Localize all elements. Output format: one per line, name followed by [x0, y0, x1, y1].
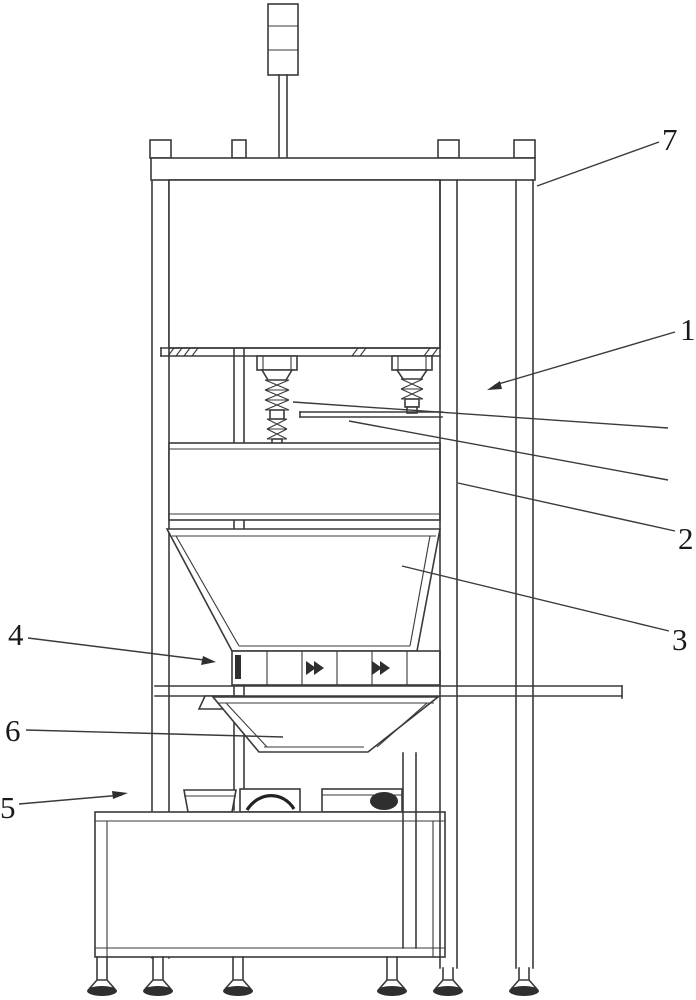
- machine-feet: [87, 956, 539, 996]
- callout-label-5: 5: [0, 790, 16, 825]
- feeder-units: [183, 788, 403, 813]
- post-top-caps: [149, 139, 536, 159]
- leader-lines: [18, 141, 676, 805]
- callout-labels: 7 1 2 3 4 6 5: [0, 122, 696, 825]
- right-nozzle-bellows: [391, 355, 433, 414]
- callout-label-6: 6: [5, 713, 21, 748]
- callout-label-2: 2: [678, 521, 694, 556]
- press-head-panel: [160, 179, 441, 357]
- hopper: [165, 528, 441, 652]
- slide-rod: [299, 411, 443, 418]
- left-nozzle-bellows: [256, 355, 298, 445]
- callout-label-1: 1: [680, 312, 696, 347]
- base-cabinet: [94, 752, 446, 958]
- lower-hopper: [211, 696, 441, 753]
- callout-label-4: 4: [8, 617, 24, 652]
- top-beam: [150, 157, 536, 181]
- cell-row: [231, 650, 441, 686]
- signal-tower: [267, 3, 299, 161]
- callout-label-7: 7: [662, 122, 678, 157]
- frame-posts-front: [439, 179, 534, 969]
- middle-beam: [168, 442, 441, 521]
- callout-label-3: 3: [672, 622, 688, 657]
